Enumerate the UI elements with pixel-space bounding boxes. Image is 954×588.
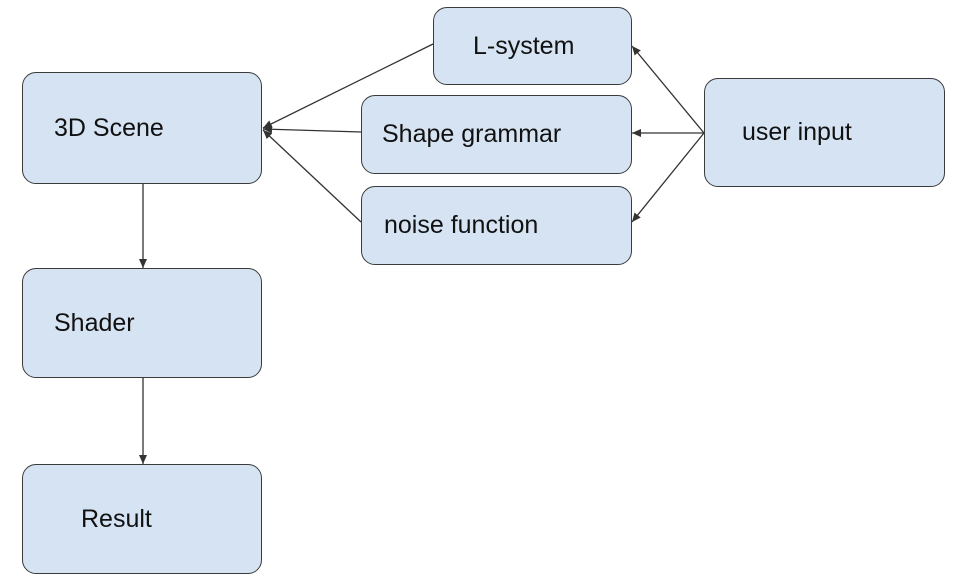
edge-user-input-to-l-system <box>631 45 705 134</box>
edge-user-input-to-noise-function <box>631 132 705 223</box>
node-3d-scene: 3D Scene <box>22 72 262 184</box>
node-user-input: user input <box>704 78 945 187</box>
node-shader-label: Shader <box>54 308 135 337</box>
node-result-label: Result <box>81 504 152 533</box>
node-noise-function-label: noise function <box>384 211 539 239</box>
edge-shape-grammar-to-3d-scene <box>262 125 362 134</box>
node-3d-scene-label: 3D Scene <box>54 113 164 142</box>
node-result: Result <box>22 464 262 574</box>
node-shader: Shader <box>22 268 262 378</box>
node-shape-grammar: Shape grammar <box>361 95 632 174</box>
edge-noise-function-to-3d-scene <box>262 129 362 223</box>
node-shape-grammar-label: Shape grammar <box>382 120 562 148</box>
node-user-input-label: user input <box>742 118 852 146</box>
node-l-system-label: L-system <box>473 31 575 60</box>
node-noise-function: noise function <box>361 186 632 265</box>
node-l-system: L-system <box>433 7 632 85</box>
edge-l-system-to-3d-scene <box>262 43 434 129</box>
